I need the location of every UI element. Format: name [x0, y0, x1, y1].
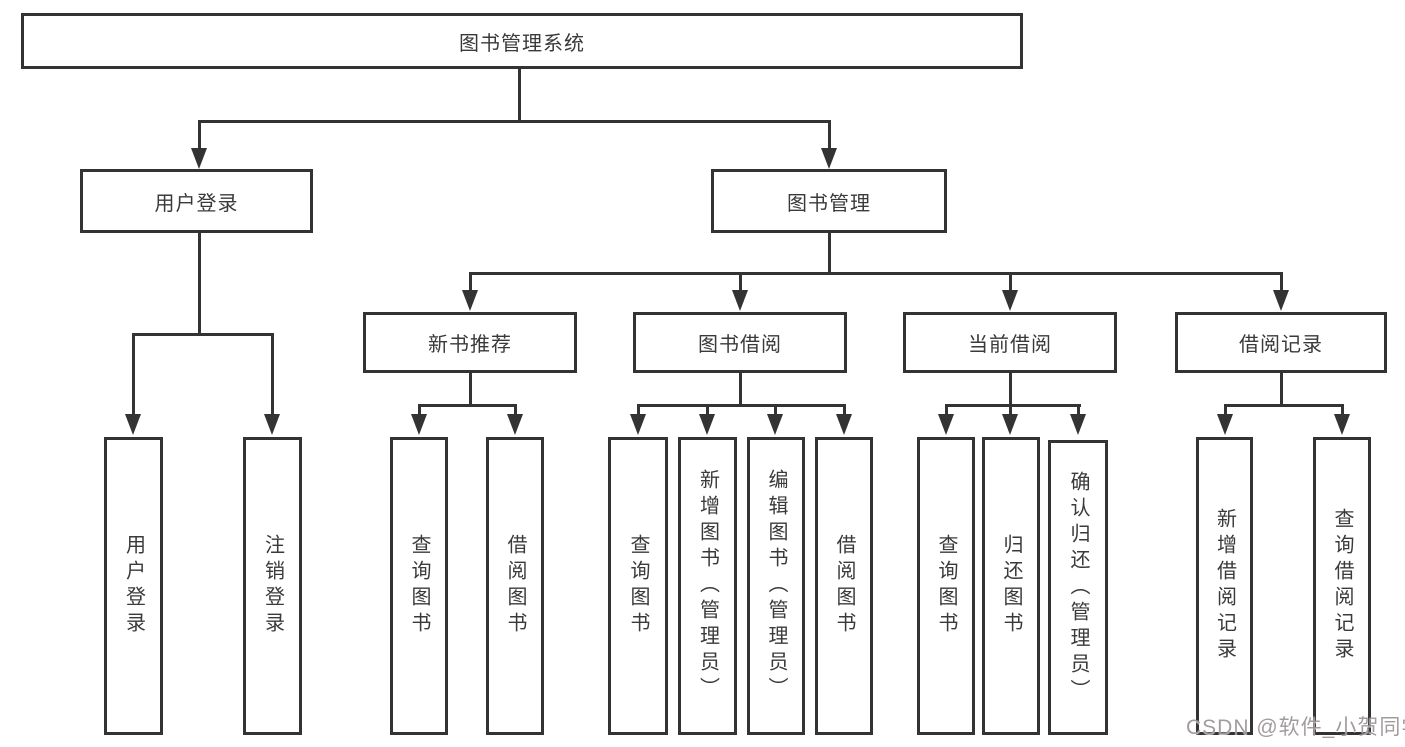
arrow-down-icon	[507, 414, 523, 435]
connector-line	[706, 404, 709, 416]
connector-line	[132, 333, 135, 416]
connector-line	[198, 120, 201, 152]
leaf-query-borrow-record: 查询借阅记录	[1313, 437, 1371, 735]
leaf-add-books-admin: 新增图书（管理员）	[678, 437, 737, 735]
leaf-borrow-query-books: 查询图书	[608, 437, 668, 735]
connector-line	[132, 333, 274, 336]
connector-line	[1224, 404, 1344, 407]
arrow-down-icon	[1217, 414, 1233, 435]
leaf-edit-books-admin: 编辑图书（管理员）	[747, 437, 805, 735]
arrow-down-icon	[699, 414, 715, 435]
arrow-down-icon	[1070, 414, 1086, 435]
connector-line	[828, 233, 831, 275]
arrow-down-icon	[767, 414, 783, 435]
node-borrow-records: 借阅记录	[1175, 312, 1387, 373]
node-new-book-recommend-label: 新书推荐	[428, 334, 512, 356]
connector-line	[739, 373, 742, 407]
arrow-down-icon	[821, 148, 837, 169]
arrow-down-icon	[411, 414, 427, 435]
connector-line	[774, 404, 777, 416]
leaf-add-books-admin-label: 新增图书（管理员）	[696, 469, 719, 703]
node-user-login: 用户登录	[80, 169, 313, 233]
leaf-recommend-query-books-label: 查询图书	[408, 534, 430, 638]
arrow-down-icon	[462, 290, 478, 311]
leaf-logout-label: 注销登录	[261, 534, 284, 638]
connector-line	[1009, 404, 1012, 416]
leaf-borrow-query-books-label: 查询图书	[627, 534, 649, 638]
leaf-confirm-return-admin-label: 确认归还（管理员）	[1067, 470, 1089, 705]
leaf-edit-books-admin-label: 编辑图书（管理员）	[765, 469, 787, 703]
connector-line	[198, 233, 201, 336]
node-new-book-recommend: 新书推荐	[363, 312, 577, 373]
node-borrow-records-label: 借阅记录	[1239, 334, 1323, 356]
arrow-down-icon	[125, 414, 141, 435]
node-book-mgmt-label: 图书管理	[787, 192, 871, 215]
node-book-borrow-label: 图书借阅	[698, 334, 782, 356]
arrow-down-icon	[938, 414, 954, 435]
connector-line	[1009, 373, 1012, 407]
connector-line	[945, 404, 1081, 407]
leaf-current-query-books-label: 查询图书	[935, 534, 957, 638]
leaf-add-borrow-record: 新增借阅记录	[1196, 437, 1253, 735]
arrow-down-icon	[1002, 414, 1018, 435]
connector-line	[514, 404, 517, 416]
connector-line	[1280, 373, 1283, 407]
connector-line	[637, 404, 640, 416]
leaf-query-borrow-record-label: 查询借阅记录	[1331, 508, 1353, 664]
leaf-add-borrow-record-label: 新增借阅记录	[1213, 508, 1236, 664]
connector-line	[198, 120, 831, 123]
arrow-down-icon	[1334, 414, 1350, 435]
arrow-down-icon	[1273, 290, 1289, 311]
leaf-borrow-books-label: 借阅图书	[833, 534, 855, 638]
connector-line	[1077, 404, 1080, 416]
arrow-down-icon	[732, 290, 748, 311]
arrow-down-icon	[1002, 290, 1018, 311]
node-current-borrow: 当前借阅	[903, 312, 1117, 373]
connector-line	[469, 272, 472, 292]
connector-line	[1009, 272, 1012, 292]
arrow-down-icon	[191, 148, 207, 169]
connector-line	[469, 272, 1283, 275]
leaf-borrow-books: 借阅图书	[815, 437, 873, 735]
connector-line	[469, 373, 472, 407]
leaf-return-books-label: 归还图书	[1000, 534, 1022, 638]
connector-line	[637, 404, 846, 407]
connector-line	[518, 69, 521, 123]
csdn-watermark: CSDN @软件_小贺同学	[1186, 716, 1405, 739]
arrow-down-icon	[264, 414, 280, 435]
leaf-logout: 注销登录	[243, 437, 302, 735]
node-user-login-label: 用户登录	[154, 192, 239, 215]
connector-line	[1280, 272, 1283, 292]
leaf-recommend-borrow-books: 借阅图书	[486, 437, 544, 735]
connector-line	[945, 404, 948, 416]
leaf-confirm-return-admin: 确认归还（管理员）	[1048, 440, 1108, 735]
connector-line	[418, 404, 421, 416]
arrow-down-icon	[836, 414, 852, 435]
node-book-mgmt: 图书管理	[711, 169, 947, 233]
connector-line	[1341, 404, 1344, 416]
connector-line	[1224, 404, 1227, 416]
leaf-current-query-books: 查询图书	[917, 437, 975, 735]
connector-line	[418, 404, 517, 407]
leaf-recommend-borrow-books-label: 借阅图书	[504, 534, 526, 638]
connector-line	[843, 404, 846, 416]
node-current-borrow-label: 当前借阅	[968, 334, 1052, 356]
arrow-down-icon	[630, 414, 646, 435]
connector-line	[271, 333, 274, 416]
node-root-label: 图书管理系统	[459, 32, 585, 55]
node-book-borrow: 图书借阅	[633, 312, 847, 373]
connector-line	[739, 272, 742, 292]
leaf-user-login: 用户登录	[104, 437, 163, 735]
connector-line	[828, 120, 831, 152]
leaf-return-books: 归还图书	[982, 437, 1040, 735]
node-root-system: 图书管理系统	[21, 13, 1023, 69]
leaf-user-login-label: 用户登录	[122, 534, 145, 638]
leaf-recommend-query-books: 查询图书	[390, 437, 448, 735]
